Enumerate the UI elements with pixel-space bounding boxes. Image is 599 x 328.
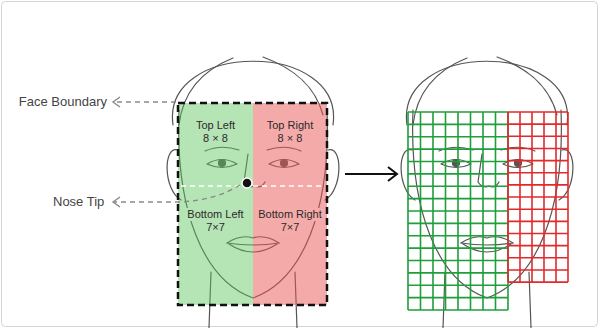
- grid-line: [508, 172, 568, 174]
- grid-line: [408, 124, 508, 126]
- grid-line: [408, 235, 508, 237]
- grid-line: [408, 297, 508, 299]
- hair-strand: [497, 57, 557, 115]
- grid-line: [408, 136, 508, 138]
- nose-tip-line: [181, 185, 324, 187]
- grid-line: [408, 198, 508, 200]
- face-quadrant: Top Right8 × 8: [253, 103, 327, 186]
- face-quadrant: Top Left8 × 8: [178, 103, 253, 186]
- grid-line: [508, 233, 568, 235]
- face-boundary: [178, 103, 327, 305]
- leader-line: [114, 185, 240, 202]
- neck-line: [529, 272, 531, 328]
- transform-arrowhead: [388, 167, 397, 181]
- grid-line: [508, 184, 568, 186]
- grid-line: [508, 245, 568, 247]
- grid-line: [508, 196, 568, 198]
- grid-line: [408, 309, 508, 311]
- grid-line: [508, 281, 568, 283]
- upper-lip: [461, 237, 513, 243]
- quadrant-name: Top Right: [265, 119, 315, 132]
- grid-line: [408, 223, 508, 225]
- face-quadrant: Bottom Left7×7: [178, 186, 253, 305]
- grid-size: 8 × 8: [201, 132, 230, 145]
- quadrant-name: Bottom Left: [185, 208, 245, 221]
- grid-line: [508, 221, 568, 223]
- grid-line: [508, 208, 568, 210]
- grid-line: [408, 161, 508, 163]
- grid-line: [508, 257, 568, 259]
- grid-line: [408, 247, 508, 249]
- ear: [559, 150, 573, 200]
- red-grid: [508, 112, 568, 282]
- grid-line: [408, 173, 508, 175]
- grid-line: [408, 284, 508, 286]
- grid-line: [508, 148, 568, 150]
- grid-line: [508, 111, 568, 113]
- leader-line: [114, 101, 176, 102]
- grid-line: [508, 136, 568, 138]
- leader-arrowhead: [113, 197, 120, 207]
- nose-tip-dot: [242, 178, 252, 188]
- lip-line: [461, 243, 513, 245]
- transform-arrow: [345, 173, 396, 175]
- grid-line: [408, 185, 508, 187]
- grid-line: [508, 269, 568, 271]
- grid-line: [508, 123, 568, 125]
- grid-line: [408, 148, 508, 150]
- grid-size: 8 × 8: [276, 132, 305, 145]
- callout-label: Nose Tip: [52, 194, 105, 210]
- grid-line: [408, 272, 508, 274]
- grid-size: 7×7: [279, 221, 302, 234]
- quadrant-name: Top Left: [194, 119, 237, 132]
- callout-label: Face Boundary: [18, 94, 108, 110]
- grid-line: [508, 160, 568, 162]
- grid-line: [408, 111, 508, 113]
- grid-line: [408, 260, 508, 262]
- leader-arrowhead: [113, 97, 120, 107]
- grid-line: [507, 112, 509, 310]
- green-grid: [408, 112, 508, 310]
- right-face: [401, 57, 573, 328]
- face-quadrant: Bottom Right7×7: [253, 186, 327, 305]
- grid-size: 7×7: [204, 221, 227, 234]
- grid-line: [408, 210, 508, 212]
- quadrant-name: Bottom Right: [256, 208, 324, 221]
- left-face: [167, 57, 339, 328]
